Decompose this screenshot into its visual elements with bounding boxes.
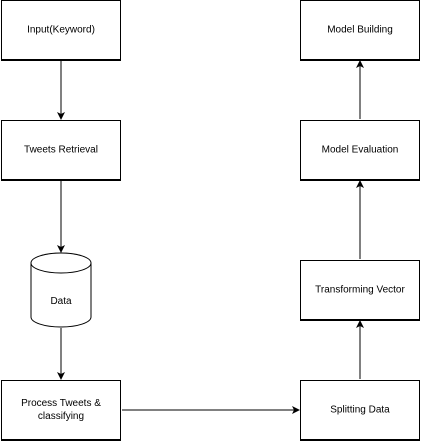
- data-cylinder: [30, 252, 92, 328]
- node-splitting-data: Splitting Data: [300, 380, 420, 440]
- node-input-keyword: Input(Keyword): [1, 0, 121, 60]
- node-model-evaluation: Model Evaluation: [300, 120, 420, 180]
- node-tweets-retrieval-label: Tweets Retrieval: [24, 144, 98, 156]
- node-tweets-retrieval: Tweets Retrieval: [1, 120, 121, 180]
- node-model-building-label: Model Building: [327, 24, 393, 36]
- node-transforming-vector: Transforming Vector: [300, 260, 420, 320]
- node-model-evaluation-label: Model Evaluation: [321, 144, 399, 156]
- node-transforming-vector-label: Transforming Vector: [315, 284, 405, 296]
- node-data-label: Data: [50, 296, 72, 307]
- node-process-tweets: Process Tweets & classifying: [1, 380, 121, 440]
- node-input-keyword-label: Input(Keyword): [27, 24, 95, 36]
- node-process-tweets-label: Process Tweets & classifying: [21, 398, 101, 422]
- node-splitting-data-label: Splitting Data: [330, 404, 390, 416]
- node-model-building: Model Building: [300, 0, 420, 60]
